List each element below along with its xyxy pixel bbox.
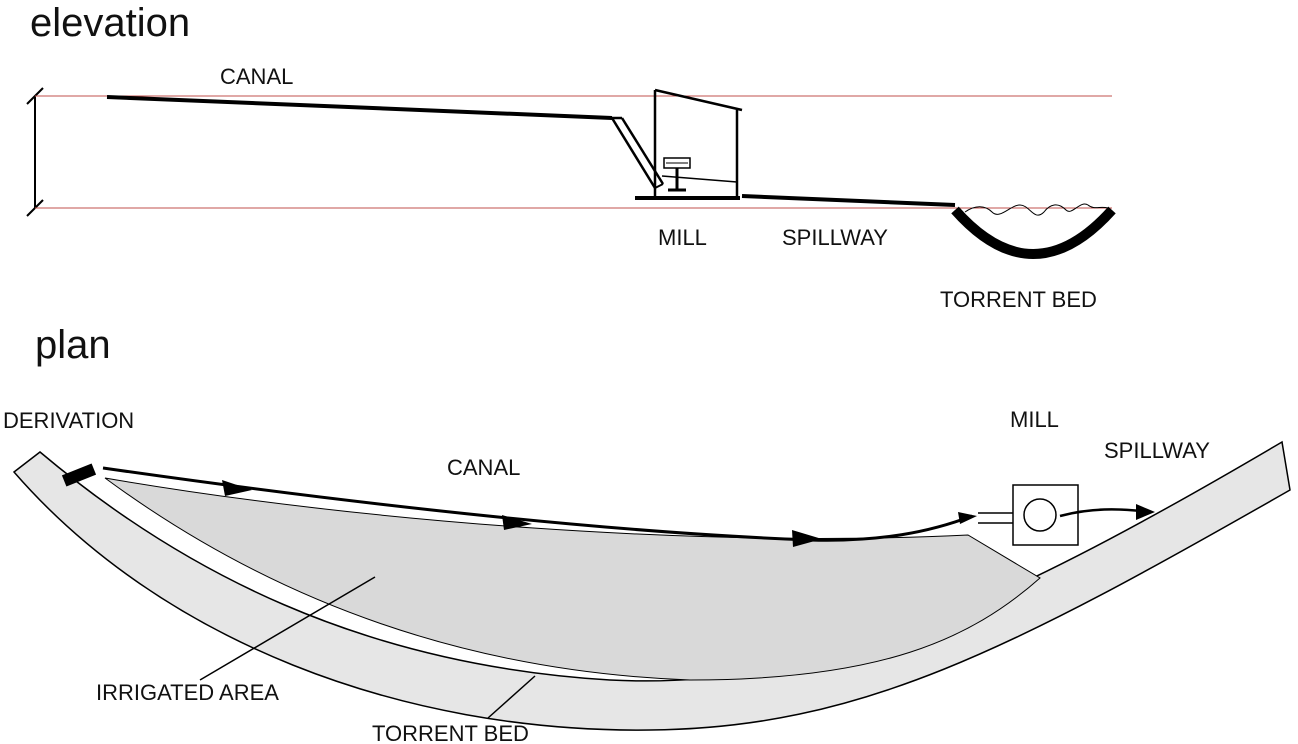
canal-flow-arrow	[502, 515, 532, 530]
plan-torrent-bed-label: TORRENT BED	[372, 721, 529, 744]
plan-spillway-label: SPILLWAY	[1104, 438, 1210, 463]
elevation-canal-line	[106, 95, 613, 120]
plan-derivation-label: DERIVATION	[3, 408, 134, 433]
spillway-arrowhead	[1136, 504, 1155, 520]
canal-flow-arrow	[958, 512, 977, 524]
canal-flow-arrow	[792, 530, 822, 547]
elevation-heading: elevation	[30, 1, 190, 45]
plan-canal-line	[102, 466, 973, 542]
plan-heading: plan	[35, 323, 111, 367]
canal-flow-arrow	[222, 480, 252, 496]
mill-building	[635, 88, 743, 200]
plan-torrent-bed	[12, 440, 1291, 731]
elevation-mill-label: MILL	[658, 225, 707, 250]
elevation-torrent-bed-label: TORRENT BED	[940, 287, 1097, 312]
elevation-canal-label: CANAL	[220, 64, 293, 89]
height-dimension	[26, 87, 44, 217]
plan-section: plan DERIVATION CANAL MILL SPILLWAY IRRI…	[3, 323, 1291, 744]
irrigated-area-leader	[199, 576, 376, 681]
plan-canal-label: CANAL	[447, 455, 520, 480]
elevation-spillway-label: SPILLWAY	[782, 225, 888, 250]
plan-irrigated-area	[104, 477, 1041, 681]
plan-mill-label: MILL	[1010, 407, 1059, 432]
derivation-gate	[61, 463, 97, 487]
elevation-spillway-line	[741, 194, 956, 207]
torrent-bed-leader	[487, 675, 536, 719]
elevation-torrent-bed	[951, 203, 1116, 259]
plan-irrigated-area-label: IRRIGATED AREA	[96, 680, 279, 705]
elevation-section: elevation CANAL	[26, 1, 1116, 312]
